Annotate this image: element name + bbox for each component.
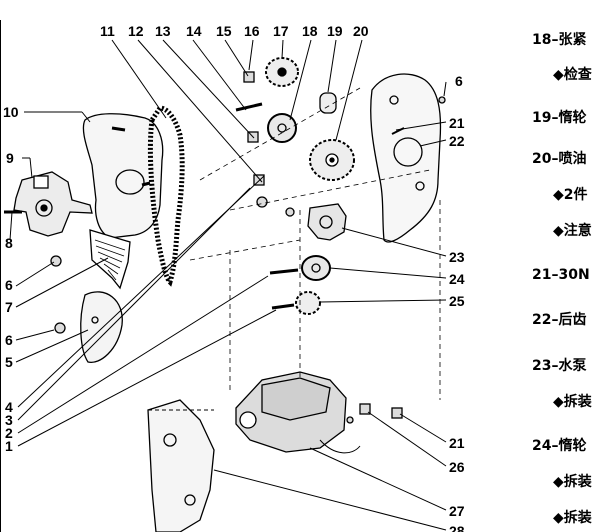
- timing-belt: [147, 105, 185, 287]
- legend-line-20: 20–喷油: [532, 150, 586, 167]
- callout-23: 23: [449, 249, 465, 265]
- callout-21-upper: 21: [449, 115, 465, 131]
- callout-12: 12: [128, 23, 144, 39]
- nut-left-upper: [50, 255, 62, 267]
- callout-3: 3: [5, 412, 13, 428]
- assembly-axes: [189, 87, 441, 400]
- legend-line-20-note-a: ◆2件: [553, 186, 588, 203]
- callout-25: 25: [449, 293, 465, 309]
- part-drawings: [4, 57, 446, 532]
- callout-18: 18: [302, 23, 318, 39]
- toothed-idler: [295, 291, 321, 315]
- callout-27: 27: [449, 503, 465, 519]
- callout-7: 7: [5, 299, 13, 315]
- legend-line-24: 24–惰轮: [532, 437, 586, 454]
- legend-line-18: 18–张紧: [532, 32, 586, 48]
- tensioner-bracket: [13, 171, 93, 237]
- callout-22: 22: [449, 133, 465, 149]
- callout-17: 17: [273, 23, 289, 39]
- legend-column: 18–张紧 ◆检查 19–惰轮 20–喷油 ◆2件 ◆注意 21–30N 22–…: [532, 32, 593, 526]
- callout-4: 4: [5, 399, 13, 415]
- idler-pulley: [301, 255, 331, 281]
- legend-line-23-note: ◆拆装: [553, 393, 593, 410]
- callout-21-lower: 21: [449, 435, 465, 451]
- callout-20: 20: [353, 23, 369, 39]
- callouts-right: 6 21 22 23 24 25 21 26 27 28: [449, 73, 465, 532]
- legend-line-23: 23–水泵: [532, 357, 586, 374]
- timing-belt-cover: [82, 113, 164, 239]
- callouts-left: 10 9 8 6 7 6 5 4 3 2 1: [3, 104, 19, 454]
- callout-26: 26: [449, 459, 465, 475]
- cover-boss: [115, 169, 145, 195]
- legend-line-22: 22–后齿: [532, 311, 586, 328]
- legend-line-24-note-b: ◆拆装: [553, 509, 593, 526]
- callout-19: 19: [327, 23, 343, 39]
- callout-1: 1: [5, 438, 13, 454]
- hatch: [94, 239, 126, 281]
- callout-15: 15: [216, 23, 232, 39]
- callout-6-upper: 6: [5, 277, 13, 293]
- callout-24: 24: [449, 271, 465, 287]
- legend-line-18-note: ◆检查: [553, 66, 593, 83]
- callouts-top: 11 12 13 14 15 16 17 18 19 20: [100, 23, 369, 39]
- rear-cover-right: [370, 73, 442, 243]
- legend-line-20-note-b: ◆注意: [553, 222, 592, 239]
- spacer-19: [319, 92, 337, 114]
- water-pump: [307, 203, 347, 241]
- legend-line-24-note-a: ◆拆装: [553, 473, 593, 490]
- callout-14: 14: [186, 23, 202, 39]
- legend-line-19: 19–惰轮: [532, 109, 586, 126]
- callout-10: 10: [3, 104, 19, 120]
- callout-2: 2: [5, 425, 13, 441]
- leader-lines: [9, 39, 447, 531]
- callout-28: 28: [449, 523, 465, 532]
- callout-6-lower: 6: [5, 332, 13, 348]
- callout-6-right: 6: [455, 73, 463, 89]
- lower-cover: [80, 291, 123, 363]
- callout-11: 11: [100, 23, 115, 39]
- callout-8: 8: [5, 235, 13, 251]
- rear-cover-plate: [89, 229, 131, 290]
- callout-5: 5: [5, 354, 13, 370]
- tensioner-pulley: [267, 113, 297, 143]
- callout-13: 13: [155, 23, 171, 39]
- callout-16: 16: [244, 23, 260, 39]
- legend-line-21: 21–30N: [532, 267, 590, 283]
- callout-9: 9: [6, 150, 14, 166]
- pump-bracket: [147, 399, 215, 532]
- nut-left-lower: [54, 322, 66, 334]
